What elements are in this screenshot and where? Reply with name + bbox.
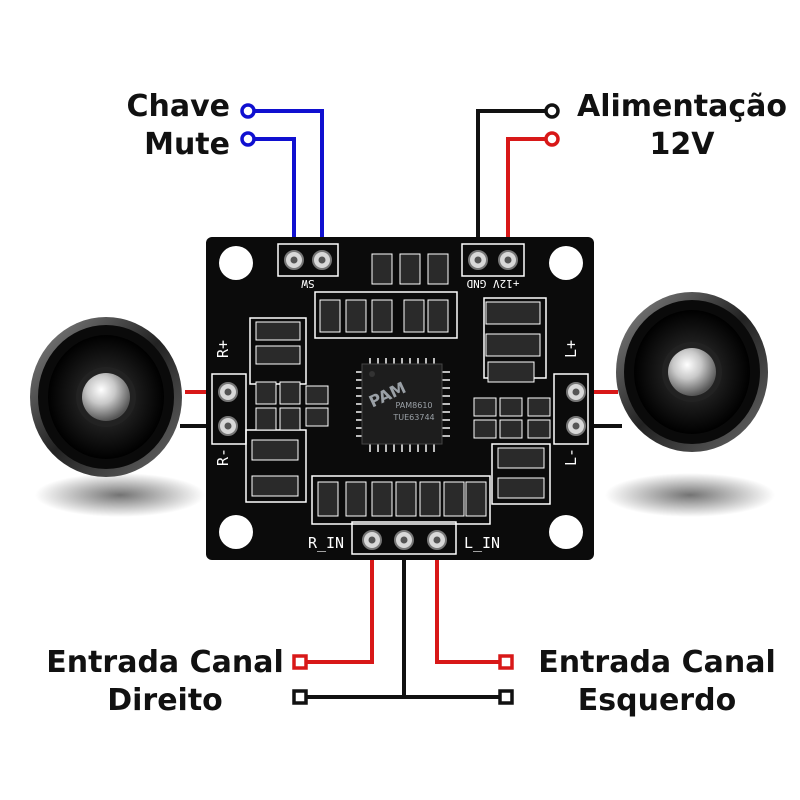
power-label-line1: Alimentação bbox=[577, 89, 787, 124]
left-input-label-line2: Esquerdo bbox=[577, 683, 737, 718]
l-in-label: L_IN bbox=[464, 534, 500, 552]
right-input-label-line1: Entrada Canal bbox=[46, 645, 284, 680]
left-speaker-icon bbox=[30, 317, 182, 477]
chip-model: PAM8610 bbox=[395, 401, 432, 410]
mounting-hole bbox=[549, 515, 583, 549]
mounting-hole bbox=[549, 246, 583, 280]
left-speaker-shadow bbox=[35, 473, 205, 517]
ic-chip-icon bbox=[356, 358, 450, 452]
power-wires bbox=[476, 109, 550, 258]
l-minus-label: L- bbox=[562, 448, 580, 466]
amplifier-board: SW +12V GND R+ R- L+ L- R_IN L_IN PAM PA… bbox=[206, 237, 594, 560]
input-wires bbox=[306, 542, 500, 699]
mute-switch-label-line2: Mute bbox=[144, 127, 230, 162]
right-speaker-shadow bbox=[605, 473, 775, 517]
mute-switch-label: Chave Mute bbox=[112, 88, 230, 164]
left-input-label: Entrada Canal Esquerdo bbox=[526, 644, 788, 720]
l-plus-label: L+ bbox=[562, 340, 580, 358]
right-input-label-line2: Direito bbox=[107, 683, 223, 718]
right-input-label: Entrada Canal Direito bbox=[42, 644, 288, 720]
left-input-label-line1: Entrada Canal bbox=[538, 645, 776, 680]
header-power-label: +12V GND bbox=[467, 277, 520, 290]
smd-components bbox=[251, 253, 551, 517]
mounting-hole bbox=[219, 515, 253, 549]
r-in-label: R_IN bbox=[308, 534, 344, 552]
r-plus-label: R+ bbox=[214, 340, 232, 358]
header-sw-label: SW bbox=[301, 277, 315, 290]
power-label: Alimentação 12V bbox=[572, 88, 792, 164]
right-speaker-icon bbox=[616, 292, 768, 452]
mute-switch-label-line1: Chave bbox=[126, 89, 230, 124]
power-label-line2: 12V bbox=[649, 127, 715, 162]
mounting-hole bbox=[219, 246, 253, 280]
mute-wires bbox=[248, 109, 324, 258]
wire-terminals bbox=[240, 103, 560, 705]
r-minus-label: R- bbox=[214, 448, 232, 466]
chip-code: TUE63744 bbox=[392, 413, 434, 422]
